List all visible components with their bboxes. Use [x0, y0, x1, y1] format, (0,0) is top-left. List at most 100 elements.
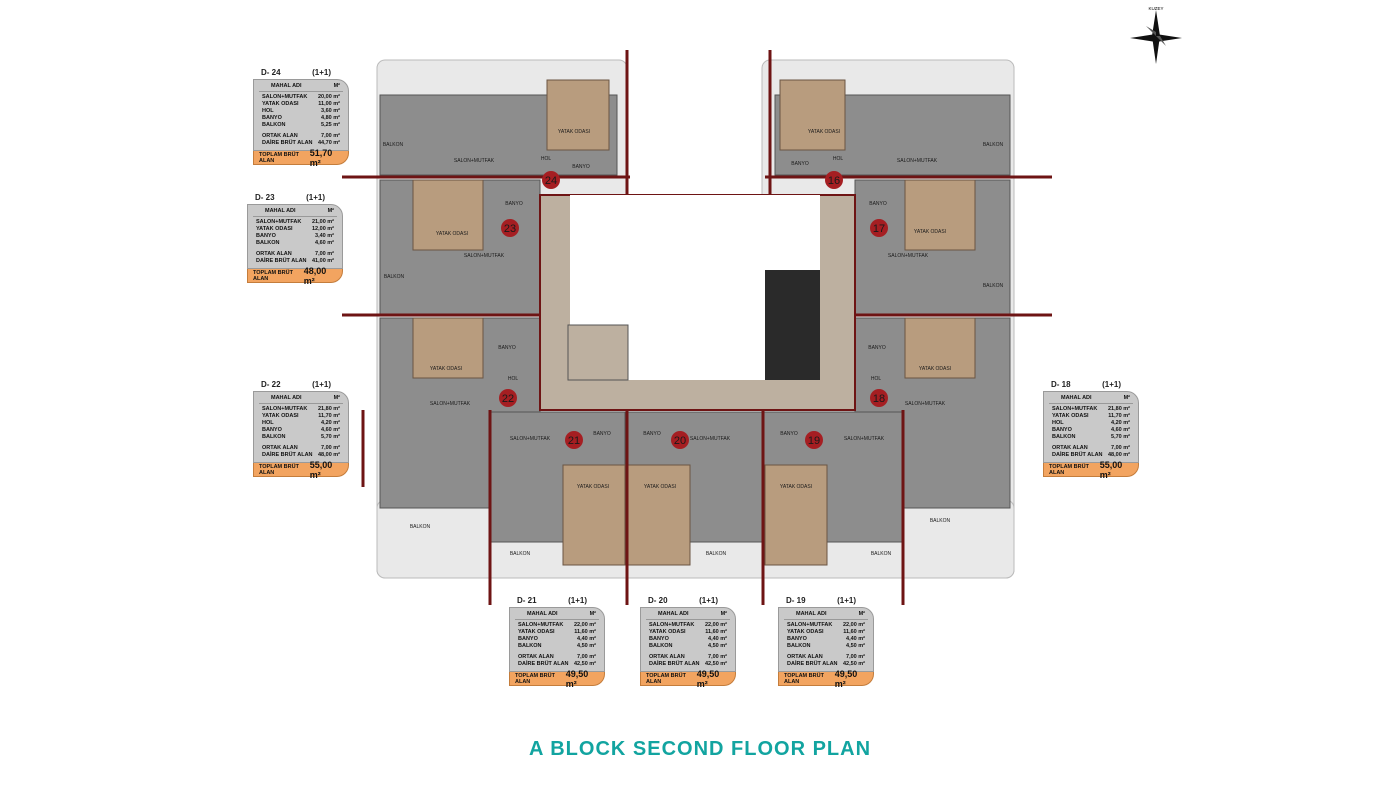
- room-label-banyo: BANYO: [791, 161, 809, 167]
- room-name: BALKON: [649, 643, 673, 649]
- room-name: BALKON: [256, 240, 280, 246]
- area-row: BANYO 4,40 m²: [784, 636, 868, 643]
- common-area: 7,00 m²: [321, 133, 340, 139]
- room-label-balkon: BALKON: [410, 524, 431, 530]
- room-label-salon: SALON+MUTFAK: [888, 253, 929, 259]
- common-area: 7,00 m²: [708, 654, 727, 660]
- common-name: ORTAK ALAN: [262, 133, 298, 139]
- room-label-balkon: BALKON: [383, 142, 404, 148]
- common-area: 7,00 m²: [321, 445, 340, 451]
- room-name: BALKON: [262, 434, 286, 440]
- unit-label: M²: [327, 208, 334, 214]
- unit-number: 18: [873, 393, 885, 405]
- room-area: 4,40 m²: [846, 636, 865, 642]
- room-label-balkon: BALKON: [983, 142, 1004, 148]
- common-name: DAİRE BRÜT ALAN: [256, 258, 307, 264]
- common-name: ORTAK ALAN: [787, 654, 823, 660]
- common-row: ORTAK ALAN 7,00 m²: [259, 133, 343, 140]
- total-value: 55,00 m²: [309, 459, 333, 480]
- room-area: 4,80 m²: [321, 115, 340, 121]
- unit-type: (1+1): [312, 380, 331, 389]
- common-area: 41,00 m²: [311, 258, 334, 264]
- room-area: 11,60 m²: [574, 629, 596, 635]
- room-name: YATAK ODASI: [262, 413, 299, 419]
- room-label-yatak: YATAK ODASI: [436, 231, 468, 237]
- room-area: 11,00 m²: [318, 101, 340, 107]
- room-label-yatak: YATAK ODASI: [558, 129, 590, 135]
- header-label: MAHAL ADI: [658, 611, 689, 617]
- unit-number: 19: [808, 435, 820, 447]
- marker-circle: [825, 171, 843, 189]
- room-area: 4,20 m²: [1111, 420, 1130, 426]
- room-area: 4,40 m²: [577, 636, 596, 642]
- area-row: BALKON 5,70 m²: [1049, 434, 1133, 441]
- common-name: ORTAK ALAN: [256, 251, 292, 257]
- unit-number: 20: [674, 435, 686, 447]
- room-label-yatak: YATAK ODASI: [808, 129, 840, 135]
- unit-type: (1+1): [837, 596, 856, 605]
- room-name: SALON+MUTFAK: [256, 219, 302, 225]
- room-label-banyo: BANYO: [869, 201, 887, 207]
- room-name: BALKON: [262, 122, 286, 128]
- room-label-balkon: BALKON: [871, 551, 892, 557]
- room-label-salon: SALON+MUTFAK: [844, 436, 885, 442]
- room-label-balkon: BALKON: [930, 518, 951, 524]
- common-area: 48,00 m²: [317, 452, 340, 458]
- room-area: 3,60 m²: [321, 108, 340, 114]
- unit-type: (1+1): [1102, 380, 1121, 389]
- room-name: BANYO: [787, 636, 807, 642]
- header-label: MAHAL ADI: [1061, 395, 1092, 401]
- room-name: SALON+MUTFAK: [1052, 406, 1098, 412]
- common-area: 7,00 m²: [1111, 445, 1130, 451]
- total-value: 48,00 m²: [303, 265, 327, 286]
- unit-id: D- 23: [255, 193, 275, 202]
- unit-number: 22: [502, 393, 514, 405]
- common-area: 42,50 m²: [704, 661, 727, 667]
- unit-id: D- 18: [1051, 380, 1071, 389]
- marker-circle: [870, 219, 888, 237]
- unit-type: (1+1): [312, 68, 331, 77]
- unit-label: M²: [333, 83, 340, 89]
- room-label-salon: SALON+MUTFAK: [430, 401, 471, 407]
- elevator: [567, 324, 629, 381]
- room-area: 12,00 m²: [311, 226, 334, 232]
- room-name: SALON+MUTFAK: [262, 406, 308, 412]
- room-name: BALKON: [787, 643, 811, 649]
- room-label-banyo: BANYO: [572, 164, 590, 170]
- room-area: 5,70 m²: [1111, 434, 1130, 440]
- unit-label: M²: [333, 395, 340, 401]
- common-area: 48,00 m²: [1107, 452, 1130, 458]
- unit-label: M²: [589, 611, 596, 617]
- total-label: TOPLAM BRÜT ALAN: [1049, 463, 1089, 476]
- room-label-balkon: BALKON: [706, 551, 727, 557]
- total-label: TOPLAM BRÜT ALAN: [259, 151, 299, 164]
- room-area: 20,00 m²: [317, 94, 340, 100]
- room-name: BANYO: [649, 636, 669, 642]
- total-label: TOPLAM BRÜT ALAN: [646, 672, 686, 685]
- room-name: BALKON: [1052, 434, 1076, 440]
- unit-number-marker: 17: [870, 219, 888, 237]
- unit-number-marker: 16: [825, 171, 843, 189]
- stair: [765, 270, 820, 380]
- header-label: MAHAL ADI: [271, 395, 302, 401]
- room-label-hol: HOL: [833, 156, 844, 162]
- unit-number-marker: 19: [805, 431, 823, 449]
